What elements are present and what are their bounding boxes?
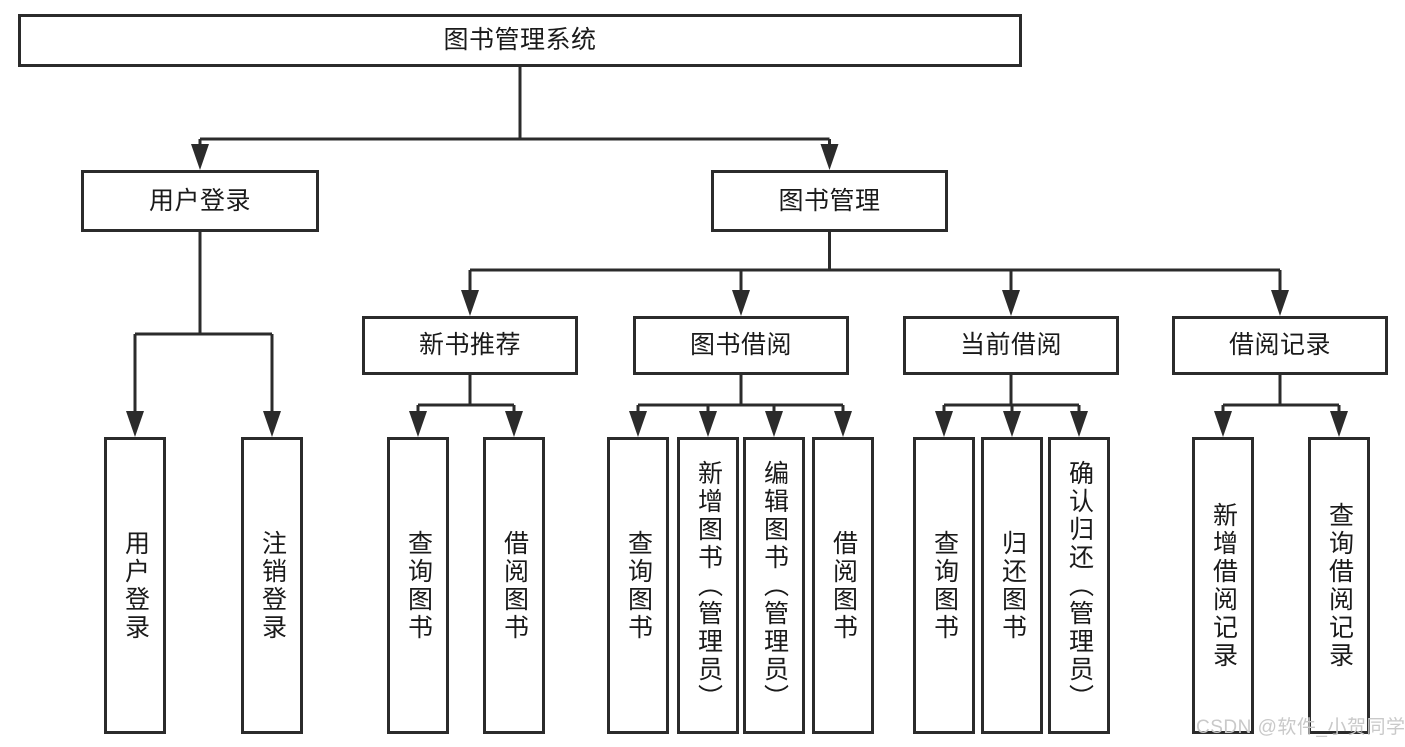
node-label-leaf-add-record: 新增借阅记录 <box>1209 501 1238 670</box>
node-label-leaf-user-login: 用户登录 <box>121 529 150 642</box>
arrowhead-leaf-return-book <box>1003 411 1021 437</box>
node-book-manage[interactable]: 图书管理 <box>711 170 948 232</box>
arrowhead-leaf-borrow-book-1 <box>505 411 523 437</box>
node-leaf-edit-book[interactable]: 编辑图书（管理员） <box>743 437 805 734</box>
arrowhead-book-manage <box>820 144 839 170</box>
node-label-current-borrow: 当前借阅 <box>959 331 1062 359</box>
arrowhead-leaf-logout <box>263 411 281 437</box>
node-label-leaf-confirm-return: 确认归还（管理员） <box>1065 459 1094 712</box>
node-label-root: 图书管理系统 <box>443 26 597 54</box>
node-book-borrow[interactable]: 图书借阅 <box>633 316 849 375</box>
node-root[interactable]: 图书管理系统 <box>18 14 1022 67</box>
node-leaf-user-login[interactable]: 用户登录 <box>104 437 166 734</box>
node-leaf-query-record[interactable]: 查询借阅记录 <box>1308 437 1370 734</box>
node-leaf-add-record[interactable]: 新增借阅记录 <box>1192 437 1254 734</box>
node-label-leaf-query-book-2: 查询图书 <box>624 529 653 642</box>
node-leaf-query-book-2[interactable]: 查询图书 <box>607 437 669 734</box>
node-label-leaf-borrow-book-1: 借阅图书 <box>500 529 529 642</box>
node-leaf-logout[interactable]: 注销登录 <box>241 437 303 734</box>
node-label-new-book-rec: 新书推荐 <box>418 331 521 359</box>
arrowhead-user-login <box>191 144 209 170</box>
node-label-leaf-logout: 注销登录 <box>258 529 287 642</box>
arrowhead-leaf-edit-book <box>765 411 783 437</box>
node-leaf-add-book[interactable]: 新增图书（管理员） <box>677 437 739 734</box>
node-leaf-borrow-book-2[interactable]: 借阅图书 <box>812 437 874 734</box>
node-leaf-return-book[interactable]: 归还图书 <box>981 437 1043 734</box>
node-borrow-record[interactable]: 借阅记录 <box>1172 316 1388 375</box>
arrowhead-leaf-query-book-2 <box>629 411 647 437</box>
arrowhead-leaf-user-login <box>126 411 144 437</box>
node-label-book-borrow: 图书借阅 <box>689 331 792 359</box>
node-new-book-rec[interactable]: 新书推荐 <box>362 316 578 375</box>
node-label-leaf-query-book-3: 查询图书 <box>930 529 959 642</box>
node-leaf-borrow-book-1[interactable]: 借阅图书 <box>483 437 545 734</box>
arrowhead-leaf-borrow-book-2 <box>834 411 852 437</box>
node-label-book-manage: 图书管理 <box>778 186 881 215</box>
node-label-user-login: 用户登录 <box>148 186 251 215</box>
csdn-watermark: CSDN @软件_小贺同学 <box>1196 717 1405 738</box>
arrowhead-current-borrow <box>1002 290 1020 316</box>
arrowhead-leaf-confirm-return <box>1070 411 1088 437</box>
node-user-login[interactable]: 用户登录 <box>81 170 319 232</box>
node-label-leaf-edit-book: 编辑图书（管理员） <box>760 459 789 712</box>
node-label-leaf-query-record: 查询借阅记录 <box>1325 501 1354 670</box>
node-label-leaf-borrow-book-2: 借阅图书 <box>829 529 858 642</box>
arrowhead-leaf-query-book-1 <box>409 411 427 437</box>
node-leaf-query-book-1[interactable]: 查询图书 <box>387 437 449 734</box>
arrowhead-leaf-add-record <box>1214 411 1232 437</box>
node-current-borrow[interactable]: 当前借阅 <box>903 316 1119 375</box>
node-leaf-confirm-return[interactable]: 确认归还（管理员） <box>1048 437 1110 734</box>
node-label-leaf-query-book-1: 查询图书 <box>404 529 433 642</box>
arrowhead-leaf-query-record <box>1330 411 1348 437</box>
node-label-leaf-add-book: 新增图书（管理员） <box>694 459 723 712</box>
arrowhead-leaf-query-book-3 <box>935 411 953 437</box>
arrowhead-borrow-record <box>1271 290 1289 316</box>
node-leaf-query-book-3[interactable]: 查询图书 <box>913 437 975 734</box>
arrowhead-leaf-add-book <box>699 411 717 437</box>
node-label-borrow-record: 借阅记录 <box>1228 331 1331 359</box>
arrowhead-new-book-rec <box>461 290 479 316</box>
arrowhead-book-borrow <box>732 290 750 316</box>
node-label-leaf-return-book: 归还图书 <box>998 529 1027 642</box>
